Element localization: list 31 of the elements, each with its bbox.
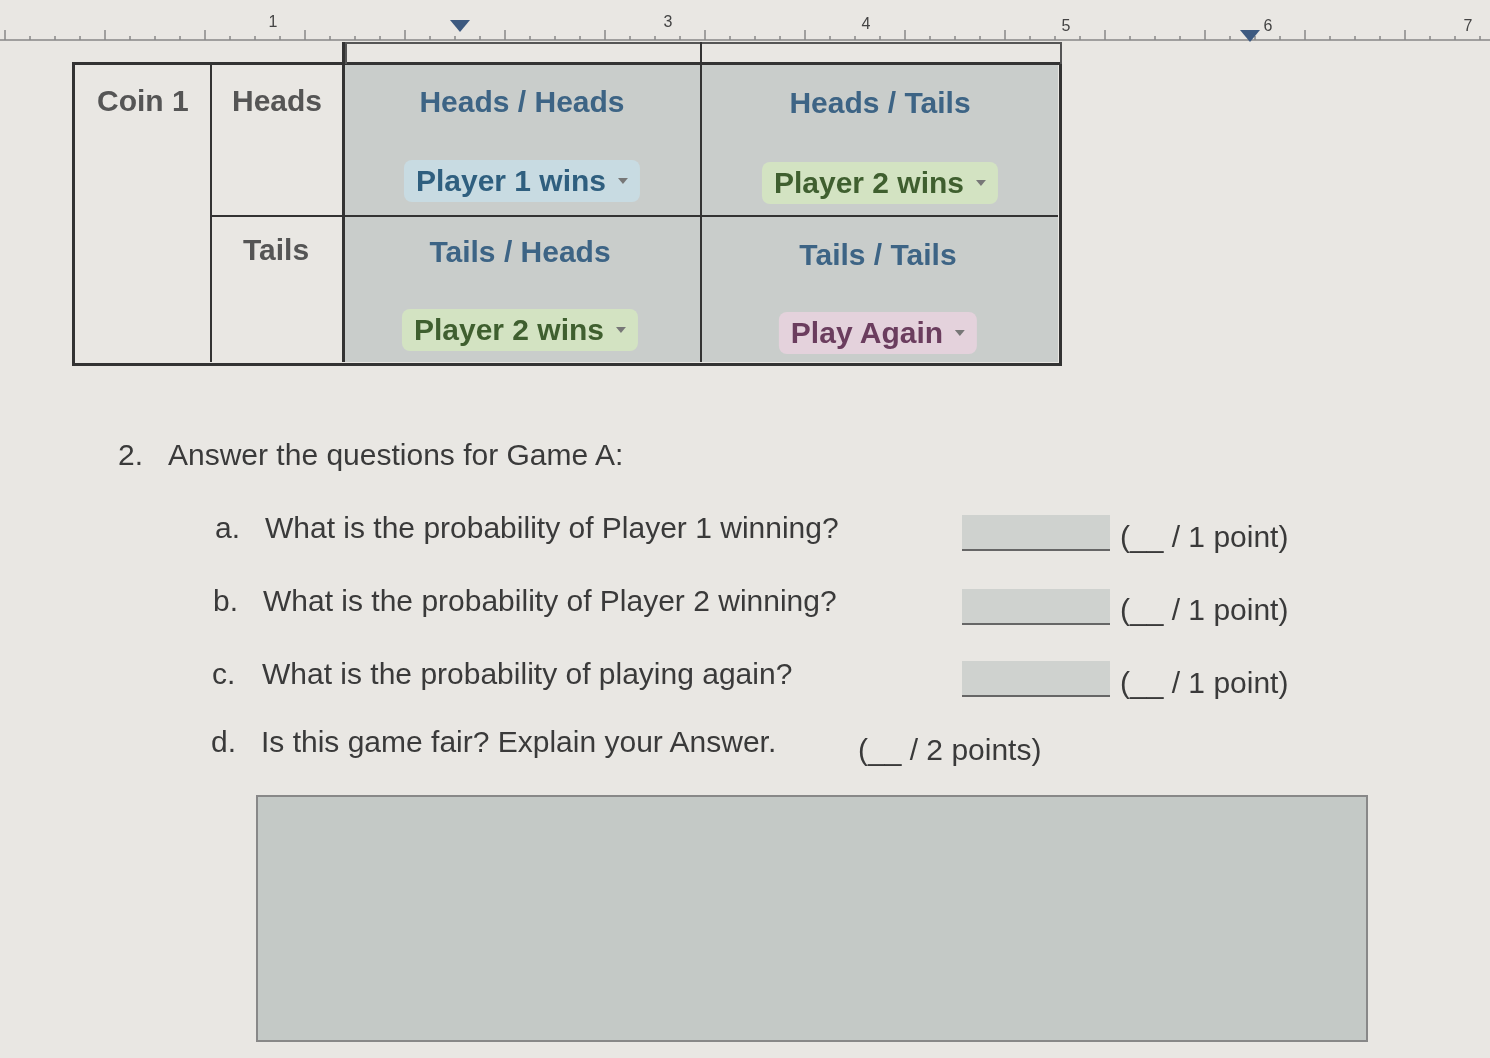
ruler-number: 1 [268,13,278,31]
dropdown-chip: Play Again [778,312,978,354]
outcome-text: Tails / Tails [799,238,957,272]
table-header-text: Heads [232,84,323,118]
ruler-number: 4 [861,15,871,33]
dropdown-chip: Player 1 wins [403,160,641,202]
question-text: What is the probability of Player 2 winning? [263,584,837,618]
question-text: What is the probability of Player 1 winning? [265,511,839,545]
question-text: 2. [118,438,144,472]
question-text: c. [212,657,236,691]
question-text: (__ / 2 points) [858,733,1042,767]
question-text: b. [213,584,239,618]
table-header-text: Coin 1 [97,84,189,118]
question-text: What is the probability of playing again? [262,657,793,691]
dropdown-chip: Player 2 wins [401,309,639,351]
table-header-text: Tails [242,233,310,267]
ruler-number: 7 [1463,17,1473,35]
question-text: d. [211,725,237,759]
question-text: a. [215,511,241,545]
ruler-number: 3 [663,13,673,31]
question-text: Is this game fair? Explain your Answer. [261,725,777,759]
question-text: (__ / 1 point) [1120,520,1289,554]
ruler-number: 6 [1263,17,1273,35]
dropdown-chip: Player 2 wins [761,162,999,204]
question-text: Answer the questions for Game A: [168,438,624,472]
outcome-text: Tails / Heads [429,235,611,269]
question-text: (__ / 1 point) [1120,593,1289,627]
ruler-number: 5 [1061,17,1071,35]
outcome-text: Heads / Tails [789,86,971,120]
question-text: (__ / 1 point) [1120,666,1289,700]
outcome-text: Heads / Heads [419,85,625,119]
